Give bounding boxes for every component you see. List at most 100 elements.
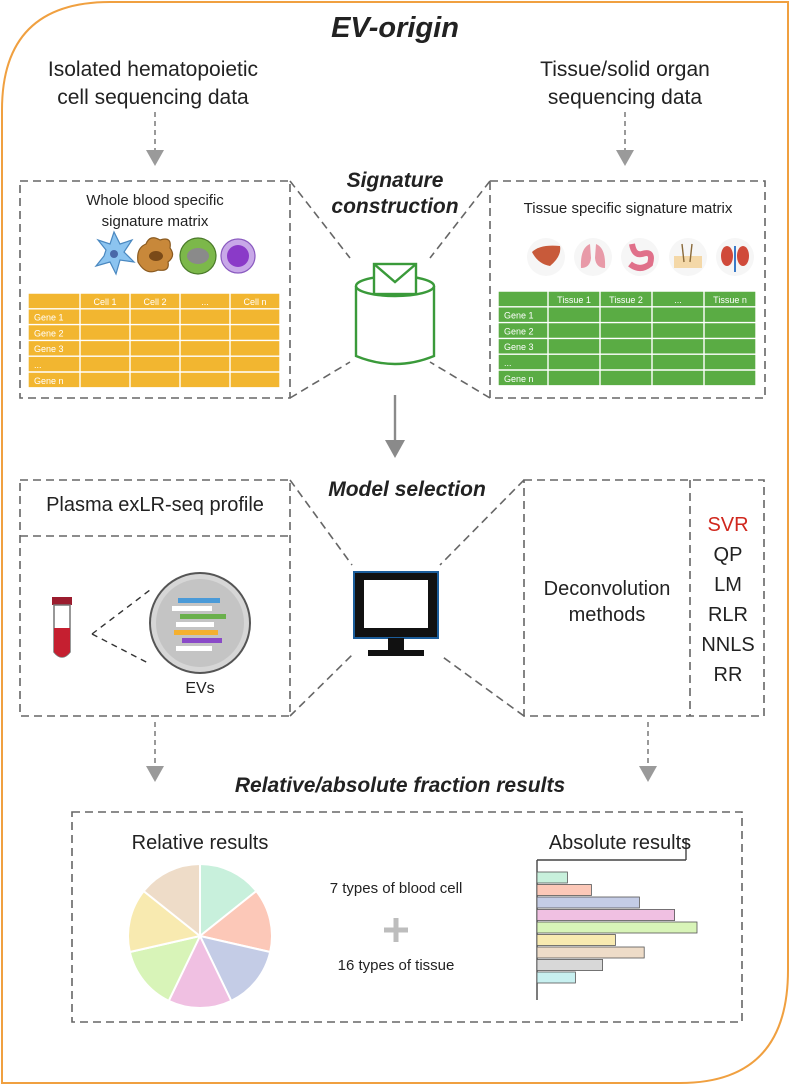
relative-results-pie — [127, 862, 273, 1009]
matrix-row-header: Gene 2 — [34, 328, 64, 338]
absolute-bar — [536, 884, 592, 896]
deconvolution-box — [523, 479, 765, 717]
method-rr: RR — [713, 664, 743, 686]
pie-slice — [127, 889, 203, 954]
pie-slice — [197, 889, 273, 954]
evs-label: EVs — [185, 680, 215, 697]
blood-matrix-title-line2: signature matrix — [101, 213, 209, 230]
lymphocyte-icon — [220, 238, 256, 274]
pie-slice — [128, 934, 202, 1003]
ev-circle-icon — [149, 572, 251, 674]
connector — [289, 180, 351, 259]
matrix-row-header: Gene 3 — [504, 342, 534, 352]
connector — [429, 180, 491, 259]
stomach-icon — [621, 238, 659, 276]
deconvolution-label: Deconvolution methods — [526, 576, 688, 628]
page-title: EV-origin — [331, 12, 459, 44]
method-svr: SVR — [707, 514, 749, 536]
arrowhead-left-source — [146, 150, 164, 166]
matrix-col-header: ... — [674, 295, 682, 305]
blood-matrix-box — [19, 180, 291, 399]
signature-container-icon — [354, 262, 436, 366]
matrix-row-header: ... — [34, 360, 42, 370]
absolute-bar — [536, 909, 676, 921]
liver-icon — [527, 238, 565, 276]
left-source-line1: Isolated hematopoietic — [47, 58, 259, 81]
matrix-row-header: ... — [504, 358, 512, 368]
right-source-line1: Tissue/solid organ — [540, 58, 710, 81]
relative-results-label: Relative results — [131, 832, 269, 854]
blood-matrix-title-line1: Whole blood specific — [86, 192, 224, 209]
blood-types-label: 7 types of blood cell — [329, 880, 463, 897]
matrix-col-header: Tissue 2 — [609, 295, 643, 305]
absolute-bar — [536, 921, 698, 934]
plasma-label: Plasma exLR-seq profile — [46, 494, 264, 516]
method-lm: LM — [714, 574, 742, 596]
connector — [429, 361, 491, 399]
signature-heading-line2: construction — [331, 195, 459, 218]
absolute-bar — [536, 871, 568, 884]
right-source-label: Tissue/solid organ sequencing data — [500, 56, 750, 112]
absolute-results-label: Absolute results — [548, 832, 692, 854]
pie-slice — [142, 862, 201, 939]
pie-slice — [167, 933, 233, 1009]
kidney-icon — [716, 238, 754, 276]
connector — [439, 654, 525, 717]
matrix-col-header: Cell 2 — [143, 297, 166, 307]
matrix-col-header: Cell 1 — [93, 297, 116, 307]
tissue-matrix-title: Tissue specific signature matrix — [523, 200, 733, 217]
plus-icon — [384, 918, 408, 942]
macrophage-icon — [137, 237, 174, 273]
lung-icon — [574, 238, 612, 276]
absolute-bar — [536, 959, 603, 971]
deconvolution-label-line2: methods — [568, 604, 646, 626]
arrowhead-right-source — [616, 150, 634, 166]
signature-heading-line1: Signature — [346, 169, 444, 192]
matrix-col-header: ... — [201, 297, 209, 307]
blood-tube-icon — [52, 597, 72, 658]
arrowhead-signature-to-model — [385, 440, 405, 458]
neutrophil-icon — [179, 237, 217, 275]
connector — [289, 479, 353, 566]
method-rlr: RLR — [707, 604, 748, 626]
matrix-row-header: Gene 1 — [504, 311, 534, 321]
skin-icon — [669, 238, 707, 276]
method-qp: QP — [713, 544, 743, 566]
results-heading: Relative/absolute fraction results — [234, 774, 566, 797]
connector — [439, 479, 525, 566]
blood-matrix-title: Whole blood specific signature matrix — [22, 190, 288, 232]
model-heading: Model selection — [328, 478, 486, 501]
matrix-col-header: Tissue n — [713, 295, 747, 305]
matrix-row-header: Gene n — [34, 376, 64, 386]
matrix-row-header: Gene 1 — [34, 313, 64, 323]
right-source-line2: sequencing data — [547, 86, 703, 109]
tissue-types-label: 16 types of tissue — [337, 957, 455, 974]
absolute-bar — [536, 946, 645, 959]
matrix-row-header: Gene 3 — [34, 344, 64, 354]
plasma-profile-box — [19, 479, 291, 717]
method-nnls: NNLS — [701, 634, 755, 656]
tissue-matrix-box — [489, 180, 766, 399]
ev-connector — [91, 589, 151, 635]
pie-slice — [199, 862, 258, 939]
dendritic-cell-icon — [94, 230, 136, 276]
ev-connector — [91, 633, 151, 665]
results-box — [71, 811, 743, 1023]
absolute-bar — [536, 896, 640, 909]
pie-slice — [198, 934, 272, 1003]
matrix-row-header: Gene n — [504, 374, 534, 384]
signature-heading: Signature construction — [300, 168, 490, 220]
methods-list: SVR QP LM RLR NNLS RR — [692, 510, 764, 690]
left-source-label: Isolated hematopoietic cell sequencing d… — [18, 56, 288, 112]
arrowhead-right-results — [639, 766, 657, 782]
connector — [289, 654, 353, 717]
absolute-bar — [536, 934, 616, 946]
matrix-col-header: Tissue 1 — [557, 295, 591, 305]
deconvolution-label-line1: Deconvolution — [543, 578, 671, 600]
left-source-line2: cell sequencing data — [57, 86, 249, 109]
absolute-results-bars — [536, 871, 698, 984]
